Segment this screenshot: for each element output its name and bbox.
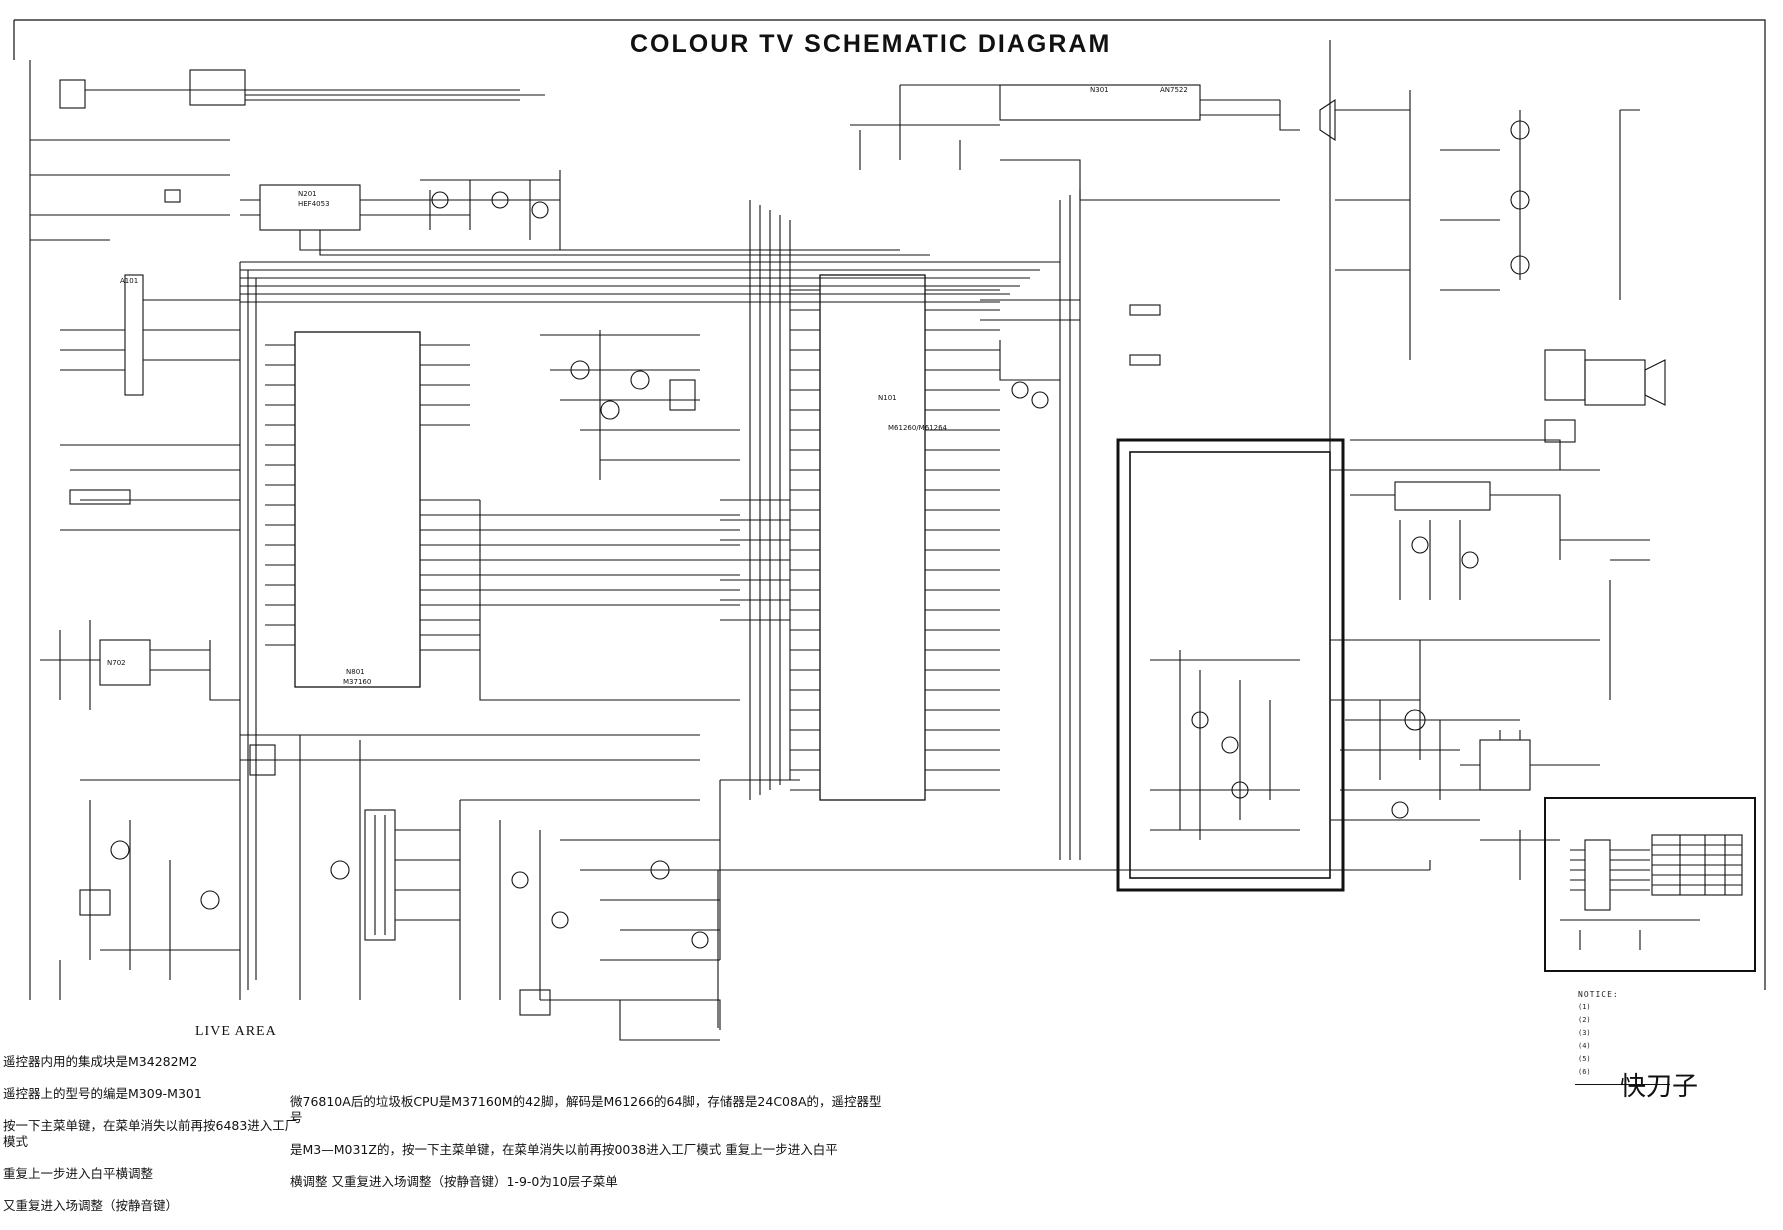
main-cpu-part: M37160 <box>343 678 371 686</box>
main-cpu-id: N801 <box>346 668 365 676</box>
live-area-label: LIVE AREA <box>195 1024 277 1039</box>
note-line: 遥控器上的型号的编是M309-M301 <box>3 1086 202 1101</box>
notes-center: 微76810A后的垃圾板CPU是M37160M的42脚，解码是M61266的64… <box>290 1078 890 1206</box>
audio-amp-ic <box>999 84 1201 121</box>
note-line: 微76810A后的垃圾板CPU是M37160M的42脚，解码是M61266的64… <box>290 1094 882 1125</box>
av-switch-id: N201 <box>298 190 317 198</box>
notice-line: (1) <box>1578 1003 1591 1011</box>
notice-line: (3) <box>1578 1029 1591 1037</box>
note-line: 重复上一步进入白平横调整 <box>3 1166 154 1181</box>
decoder-part: M61260/M61264 <box>888 424 948 432</box>
notice-line: (4) <box>1578 1042 1591 1050</box>
note-line: 按一下主菜单键，在菜单消失以前再按6483进入工厂模式 <box>3 1118 298 1149</box>
ir-ic-id: N702 <box>107 659 126 667</box>
notice-title: NOTICE: <box>1578 990 1619 999</box>
signature: 快刀子 <box>1620 1072 1699 1102</box>
main-cpu-ic <box>294 331 421 688</box>
notice-block: NOTICE: (1) (2) (3) (4) (5) (6) <box>1578 988 1619 1079</box>
av-switch-ic <box>259 184 361 231</box>
notes-left: 遥控器内用的集成块是M34282M2 遥控器上的型号的编是M309-M301 按… <box>3 1038 303 1230</box>
note-line: 又重复进入场调整（按静音键） <box>3 1198 179 1213</box>
audio-amp-id: N301 <box>1090 86 1109 94</box>
notice-line: (2) <box>1578 1016 1591 1024</box>
tuner-id: A101 <box>120 277 138 285</box>
schematic-drawing: N201 HEF4053 N301 AN7522 N801 M37160 N10… <box>13 19 1766 1041</box>
signature-line <box>1575 1084 1670 1085</box>
notice-line: (5) <box>1578 1055 1591 1063</box>
diagram-title: COLOUR TV SCHEMATIC DIAGRAM <box>630 30 1112 58</box>
ic-labels: N201 HEF4053 N301 AN7522 N801 M37160 N10… <box>107 86 1188 686</box>
note-line: 是M3—M031Z的，按一下主菜单键，在菜单消失以前再按0038进入工厂模式 重… <box>290 1142 838 1157</box>
audio-amp-part: AN7522 <box>1160 86 1188 94</box>
ir-receiver-ic <box>99 639 151 686</box>
notice-line: (6) <box>1578 1068 1591 1076</box>
note-line: 横调整 又重复进入场调整（按静音键）1-9-0为10层子菜单 <box>290 1174 618 1189</box>
av-switch-part: HEF4053 <box>298 200 330 208</box>
note-line: 遥控器内用的集成块是M34282M2 <box>3 1054 198 1069</box>
decoder-id: N101 <box>878 394 897 402</box>
decoder-ic <box>819 274 926 801</box>
